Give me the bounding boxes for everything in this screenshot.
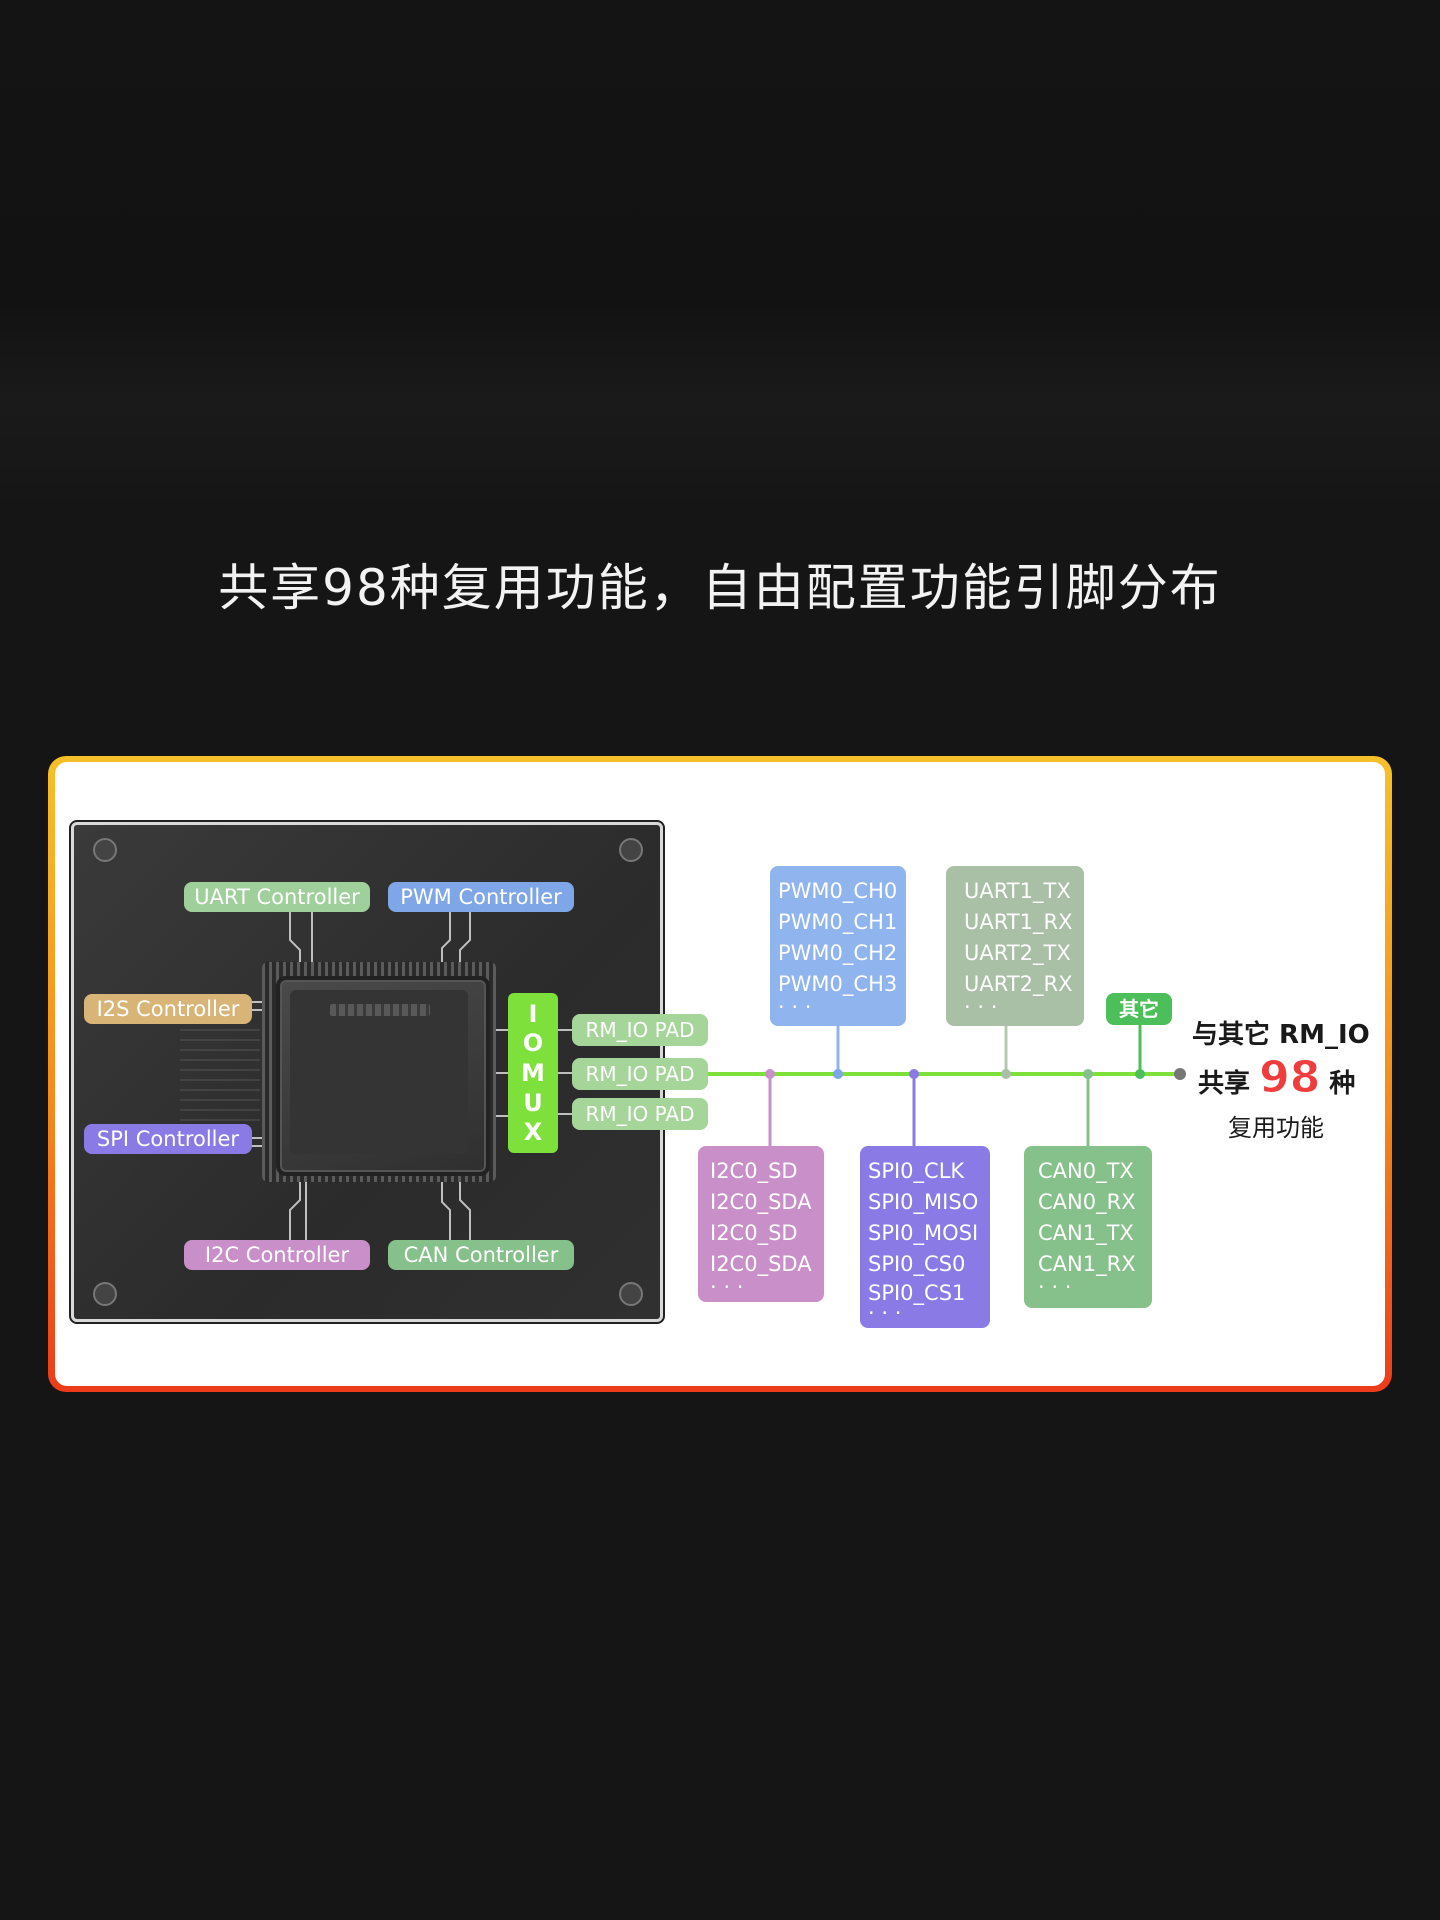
i2c-function-group: I2C0_SD I2C0_SDA I2C0_SD I2C0_SDA · · · xyxy=(698,1146,824,1302)
function-item: UART1_TX xyxy=(964,879,1071,903)
right-text-post: 种 xyxy=(1329,1069,1356,1099)
function-item: PWM0_CH2 xyxy=(778,941,898,965)
function-item: I2C0_SDA xyxy=(710,1190,812,1214)
function-item: CAN0_TX xyxy=(1038,1159,1134,1183)
background-fade xyxy=(0,0,1440,500)
function-item: PWM0_CH3 xyxy=(778,972,898,996)
rm-io-pad: RM_IO PAD xyxy=(572,1098,708,1130)
pwm-controller-label: PWM Controller xyxy=(388,882,574,912)
iomux-letter: X xyxy=(523,1118,543,1147)
can-function-group: CAN0_TX CAN0_RX CAN1_TX CAN1_RX · · · xyxy=(1024,1146,1152,1308)
i2c-controller-label: I2C Controller xyxy=(184,1240,370,1270)
iomux-letter: M xyxy=(521,1058,545,1087)
function-item: SPI0_MISO xyxy=(868,1190,979,1214)
i2s-controller-label: I2S Controller xyxy=(84,994,252,1024)
rm-io-pad: RM_IO PAD xyxy=(572,1014,708,1046)
screw-icon xyxy=(619,1282,643,1306)
spi-function-group: SPI0_CLK SPI0_MISO SPI0_MOSI SPI0_CS0 SP… xyxy=(860,1146,990,1328)
iomux-letter: U xyxy=(523,1088,543,1117)
function-item: UART2_TX xyxy=(964,941,1071,965)
function-item: PWM0_CH0 xyxy=(778,879,898,903)
function-item: CAN0_RX xyxy=(1038,1190,1136,1214)
right-text-pre: 共享 xyxy=(1198,1069,1251,1099)
function-item: CAN1_RX xyxy=(1038,1252,1136,1276)
uart-function-group: UART1_TX UART1_RX UART2_TX UART2_RX · · … xyxy=(946,866,1084,1026)
iomux-block: I O M U X xyxy=(508,993,558,1153)
ellipsis: · · · xyxy=(868,1301,902,1325)
ellipsis: · · · xyxy=(1038,1275,1072,1299)
other-tag: 其它 xyxy=(1106,993,1172,1025)
function-item: PWM0_CH1 xyxy=(778,910,898,934)
function-item: I2C0_SDA xyxy=(710,1252,812,1276)
function-item: UART2_RX xyxy=(964,972,1073,996)
uart-controller-label: UART Controller xyxy=(184,882,370,912)
function-item: SPI0_CS1 xyxy=(868,1281,966,1305)
screw-icon xyxy=(93,1282,117,1306)
function-item: SPI0_CS0 xyxy=(868,1252,966,1276)
ellipsis: · · · xyxy=(964,995,998,1019)
right-text-line2: 共享 98 种 xyxy=(1198,1052,1356,1104)
ellipsis: · · · xyxy=(710,1275,744,1299)
highlight-number: 98 xyxy=(1259,1052,1321,1104)
right-text-line3: 复用功能 xyxy=(1228,1114,1324,1142)
iomux-letter: O xyxy=(522,1029,544,1058)
spi-controller-label: SPI Controller xyxy=(84,1124,252,1154)
function-item: I2C0_SD xyxy=(710,1159,798,1183)
can-controller-label: CAN Controller xyxy=(388,1240,574,1270)
chip-die xyxy=(290,990,468,1154)
function-item: SPI0_CLK xyxy=(868,1159,965,1183)
pwm-function-group: PWM0_CH0 PWM0_CH1 PWM0_CH2 PWM0_CH3 · · … xyxy=(770,866,906,1026)
function-item: CAN1_TX xyxy=(1038,1221,1134,1245)
function-item: SPI0_MOSI xyxy=(868,1221,979,1245)
page-title: 共享98种复用功能，自由配置功能引脚分布 xyxy=(218,559,1222,617)
function-item: I2C0_SD xyxy=(710,1221,798,1245)
screw-icon xyxy=(93,838,117,862)
rm-io-pad: RM_IO PAD xyxy=(572,1058,708,1090)
iomux-letter: I xyxy=(528,999,538,1028)
right-text-line1: 与其它 RM_IO xyxy=(1192,1020,1370,1050)
ellipsis: · · · xyxy=(778,995,812,1019)
screw-icon xyxy=(619,838,643,862)
chip-logo xyxy=(330,1004,430,1016)
function-item: UART1_RX xyxy=(964,910,1073,934)
